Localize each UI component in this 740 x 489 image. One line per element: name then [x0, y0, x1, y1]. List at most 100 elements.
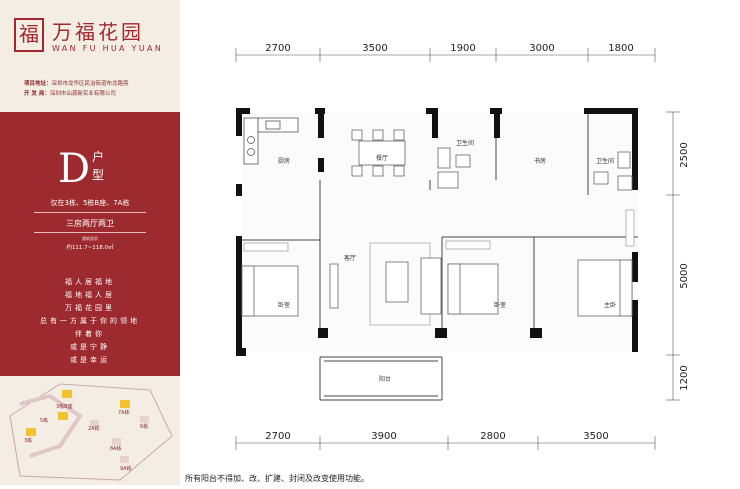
dim-label: 2700 — [265, 43, 290, 54]
site-building — [120, 456, 129, 463]
exterior-walls — [236, 108, 638, 356]
slogan-poem: 福人居福地 福地福人居 万福花园里 总有一方属于你的领地 伴着你 或是宁静 或是… — [0, 276, 180, 367]
chair — [351, 165, 363, 177]
dimension-right — [666, 111, 680, 401]
stove-burner — [247, 148, 255, 156]
room-label: 书房 — [534, 157, 546, 165]
dim-label: 3900 — [371, 431, 396, 442]
unit-hu: 户 — [92, 150, 105, 164]
dining-table — [358, 140, 406, 166]
poem-line: 福人居福地 — [65, 278, 115, 286]
room-labels: 厨房 餐厅 卫生间 书房 卫生间 卧室 客厅 卧室 主卧 阳台 — [278, 139, 616, 383]
developer-value: 深圳市汕源新实业有限公司 — [49, 91, 116, 97]
dim-labels-bottom: 2700 3900 2800 3500 — [265, 431, 608, 442]
area-label: 建筑面积 — [82, 236, 98, 241]
address-label: 项目地址： — [24, 81, 52, 87]
dim-labels-right: 2500 5000 1200 — [679, 142, 690, 390]
chair — [393, 165, 405, 177]
logo: 福 万福花园 WAN FU HUA YUAN — [14, 14, 174, 62]
site-building — [90, 420, 99, 427]
toilet — [437, 147, 451, 169]
toilet — [617, 151, 631, 169]
poem-line: 或是幸运 — [70, 356, 110, 364]
site-boundary — [9, 383, 173, 481]
dim-label: 1800 — [608, 43, 633, 54]
logo-name-en: WAN FU HUA YUAN — [52, 44, 164, 53]
unit-type-title: D 户 型 — [52, 144, 128, 196]
room-label: 厨房 — [278, 157, 290, 165]
poem-line: 万福花园里 — [65, 304, 115, 312]
room-label: 主卧 — [604, 301, 616, 309]
sink — [265, 120, 281, 130]
brand-panel: 福 万福花园 WAN FU HUA YUAN 项目地址：深圳市龙华区民治街道布龙… — [0, 0, 180, 485]
wardrobe — [625, 209, 635, 247]
wall — [426, 108, 436, 114]
tv-cabinet — [329, 263, 339, 309]
living-furniture — [329, 242, 442, 326]
project-info: 项目地址：深圳市龙华区民治街道布龙路旁 开 发 商：深圳市汕源新实业有限公司 — [24, 79, 178, 99]
room-label: 阳台 — [379, 375, 391, 383]
poem-line: 总有一方属于你的领地 — [40, 317, 140, 325]
address-value: 深圳市龙华区民治街道布龙路旁 — [51, 81, 129, 87]
site-label: 8A栋 — [110, 445, 122, 452]
bath1-fixtures — [437, 147, 471, 189]
divider — [34, 232, 146, 233]
chair — [372, 165, 384, 177]
site-label: 3栋 — [24, 437, 32, 444]
sofa — [420, 257, 442, 315]
chair — [351, 129, 363, 141]
poem-line: 福地福人居 — [65, 291, 115, 299]
dim-label: 2500 — [679, 142, 690, 167]
balcony-note: 所有阳台不得加、改、扩建、封闭及改变使用功能。 — [185, 474, 369, 483]
site-map-drawing: 3栋 3栋B座 5栋 2A栋 7A栋 6栋 8A栋 9A栋 — [9, 383, 173, 481]
stove-burner — [247, 136, 255, 144]
dim-label: 3500 — [362, 43, 387, 54]
unit-area: 约111.7~118.0㎡ — [66, 245, 114, 251]
shower — [617, 175, 633, 191]
bed-headboard — [619, 259, 633, 317]
wall — [318, 328, 328, 338]
room-label: 卫生间 — [596, 157, 614, 165]
interior-walls — [242, 112, 638, 401]
floor-plan-drawing: 2700 3500 1900 3000 1800 2700 3900 2800 … — [235, 43, 690, 450]
dim-label: 5000 — [679, 263, 690, 288]
site-building-highlight — [58, 412, 68, 420]
site-label: 7A栋 — [118, 409, 130, 416]
poem-line: 伴着你 — [75, 330, 105, 338]
coffee-table — [385, 261, 409, 303]
wall — [236, 348, 246, 356]
dim-labels-top: 2700 3500 1900 3000 1800 — [265, 43, 633, 54]
site-label: 9A栋 — [120, 465, 132, 472]
bed-furniture — [241, 259, 633, 317]
developer-label: 开 发 商： — [24, 91, 50, 97]
basin — [455, 154, 471, 168]
room-label: 卧室 — [494, 301, 506, 309]
site-map: 3栋 3栋B座 5栋 2A栋 7A栋 6栋 8A栋 9A栋 — [0, 376, 180, 485]
poem-line: 或是宁静 — [70, 343, 110, 351]
room-label: 客厅 — [344, 254, 356, 262]
wall — [584, 108, 634, 114]
dim-label: 1200 — [679, 365, 690, 390]
bath2-fixtures — [593, 151, 633, 191]
divider — [34, 212, 146, 213]
wall — [236, 236, 242, 356]
wall — [435, 328, 447, 338]
wall — [494, 108, 500, 138]
wall — [632, 108, 638, 190]
site-label: 3栋B座 — [56, 403, 73, 410]
dimension-bottom — [235, 436, 656, 450]
wall — [632, 252, 638, 282]
wardrobes — [243, 209, 635, 252]
dim-label: 3000 — [529, 43, 554, 54]
wall — [632, 300, 638, 352]
unit-xing: 型 — [92, 168, 105, 182]
unit-info-panel: D 户 型 仅在3栋、5栋B座、7A栋 三房两厅两卫 建筑面积 约111.7~1… — [0, 112, 180, 376]
dim-label: 2700 — [265, 431, 290, 442]
logo-name-cn: 万福花园 — [52, 20, 144, 44]
wall — [236, 184, 242, 196]
wall — [236, 108, 250, 114]
site-building-highlight — [120, 400, 130, 408]
wall — [530, 328, 542, 338]
floor-plan: 2700 3500 1900 3000 1800 2700 3900 2800 … — [180, 0, 740, 485]
site-building — [112, 438, 121, 445]
